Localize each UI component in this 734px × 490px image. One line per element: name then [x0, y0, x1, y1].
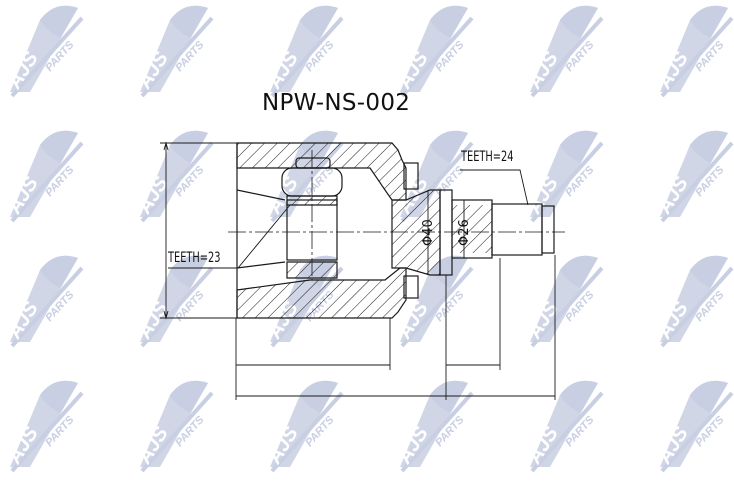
inner-teeth-label: TEETH=23	[168, 250, 221, 266]
dimension-lines	[160, 141, 556, 400]
technical-drawing	[160, 141, 565, 400]
housing-section	[236, 142, 555, 319]
diameter-40-label: Φ40	[421, 219, 436, 246]
center-lines	[228, 150, 565, 280]
diameter-26-label: Φ26	[457, 219, 472, 246]
outer-teeth-label: TEETH=24	[461, 149, 514, 165]
part-number-title: NPW-NS-002	[262, 90, 411, 116]
